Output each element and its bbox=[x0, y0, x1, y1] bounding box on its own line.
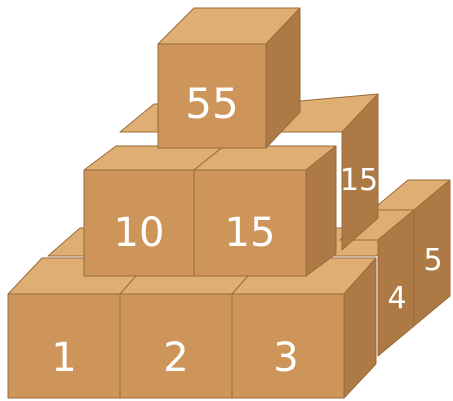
bottom-side-box-label: 5 bbox=[423, 243, 442, 278]
top-box-label: 55 bbox=[185, 79, 238, 128]
middle-box-label: 10 bbox=[114, 210, 165, 256]
bottom-side-box-label: 4 bbox=[387, 281, 406, 316]
bottom-box-label: 3 bbox=[273, 335, 298, 381]
bottom-box-label: 1 bbox=[51, 335, 76, 381]
middle-side-box-label: 15 bbox=[340, 163, 378, 198]
bottom-box-label: 2 bbox=[163, 335, 188, 381]
middle-box-label: 15 bbox=[225, 210, 276, 256]
